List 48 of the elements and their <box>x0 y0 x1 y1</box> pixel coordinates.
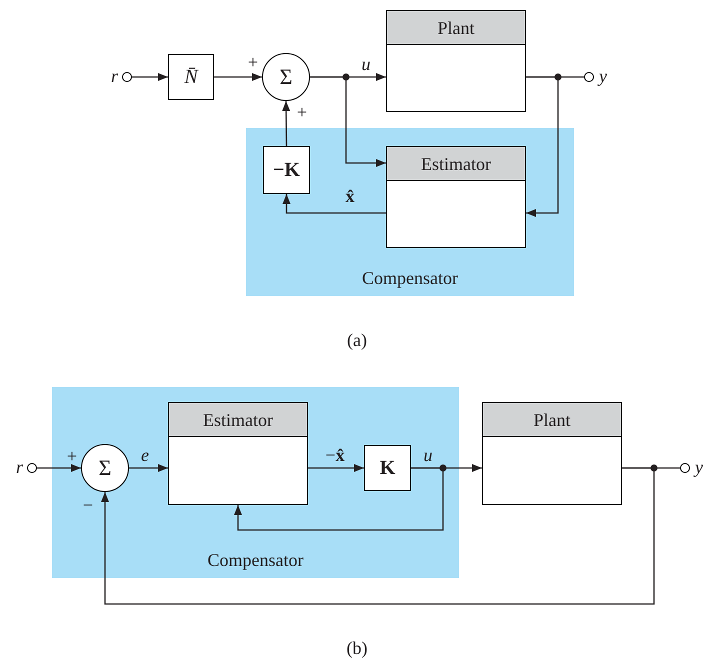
arrow <box>526 76 559 217</box>
gain-label: −K <box>273 158 300 182</box>
block-title: Plant <box>437 16 474 38</box>
arrow <box>37 464 81 472</box>
sign-label: + <box>248 52 258 72</box>
signal-label: y <box>599 66 607 86</box>
gain-label: N̄ <box>184 65 198 89</box>
region-label: Compensator <box>362 267 458 290</box>
edge-label: e <box>141 445 149 465</box>
signal-label: r <box>110 66 118 86</box>
sum-symbol: Σ <box>98 456 112 480</box>
figure-caption: (a) <box>347 330 367 350</box>
arrow <box>282 101 290 146</box>
edge-label: −x̂ <box>325 445 345 465</box>
sign-label: + <box>296 102 308 122</box>
arrow <box>308 464 364 472</box>
sign-label: − <box>82 495 94 515</box>
region-label: Compensator <box>208 549 304 572</box>
signal-label: y <box>695 457 703 477</box>
gain-label: K <box>380 456 396 480</box>
block-box <box>386 146 526 248</box>
summing-junction <box>81 444 129 492</box>
signal-label: u <box>362 54 370 74</box>
block-title: Estimator <box>203 408 273 430</box>
gain-block <box>364 445 411 491</box>
arrow <box>132 73 168 81</box>
block-box <box>168 402 308 505</box>
figure-caption: (b) <box>346 638 368 658</box>
gain-block <box>263 146 310 194</box>
arrow <box>214 73 262 81</box>
sum-symbol: Σ <box>280 65 292 89</box>
arrow <box>101 467 655 605</box>
arrow <box>310 76 386 167</box>
arrow <box>129 464 168 472</box>
block-box <box>482 402 622 505</box>
gain-block <box>168 54 214 100</box>
edge-label: x̂ <box>346 186 354 206</box>
signal-label: u <box>424 445 432 465</box>
block-title: Estimator <box>421 152 491 174</box>
shaded-region <box>246 128 574 296</box>
sign-label: + <box>66 446 78 466</box>
arrow <box>282 194 386 214</box>
summing-junction <box>262 53 310 101</box>
signal-label: r <box>16 457 23 477</box>
block-box <box>386 10 526 112</box>
shaded-region <box>52 387 459 578</box>
block-title: Plant <box>533 408 570 430</box>
arrow <box>234 467 444 531</box>
